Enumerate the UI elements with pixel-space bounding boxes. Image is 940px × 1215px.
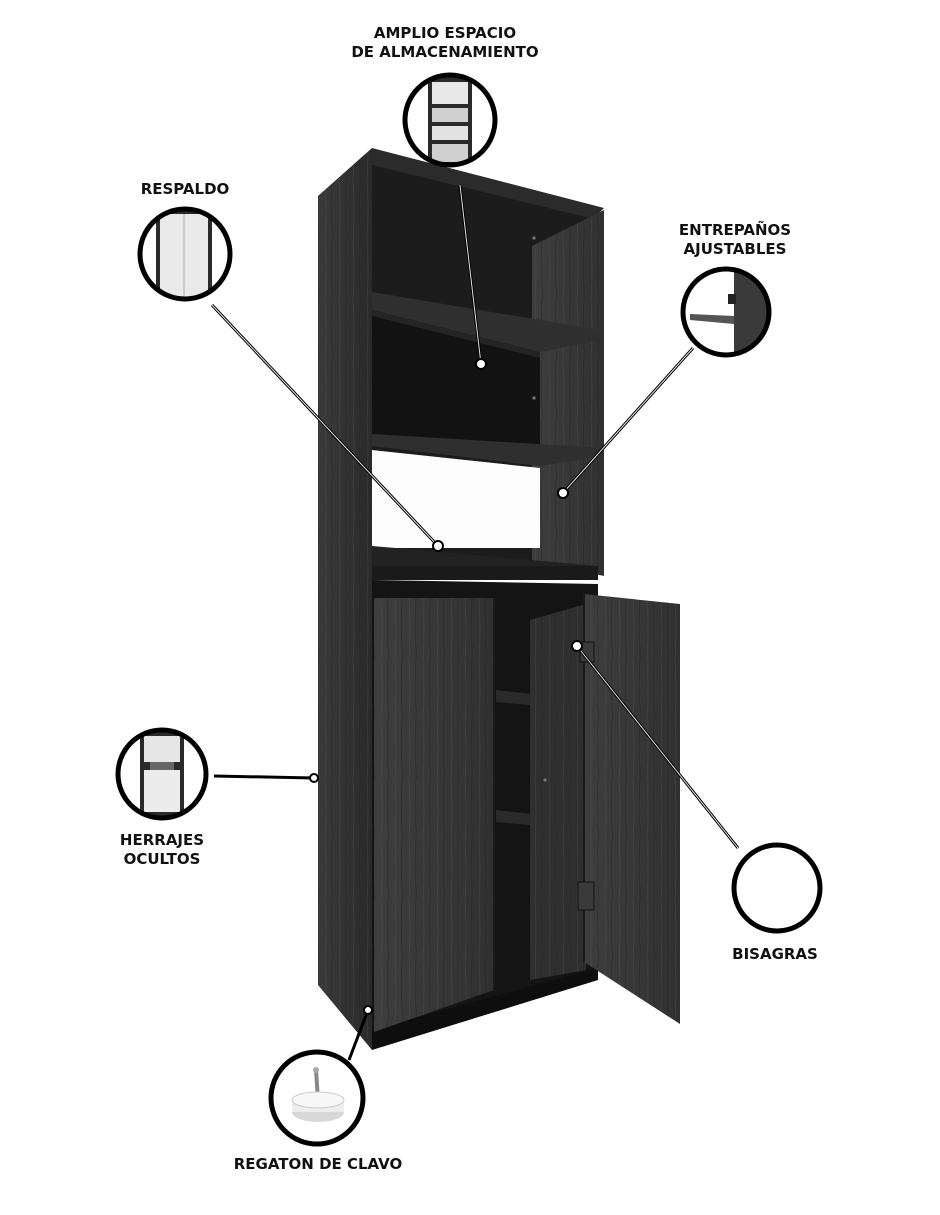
hinges-label-line1: BISAGRAS	[732, 945, 818, 963]
shelves-label-line1: ENTREPAÑOS	[678, 221, 792, 239]
hinge-bottom	[577, 881, 595, 911]
hardware-label-line1: HERRAJES	[119, 831, 205, 849]
storage-callout-circle	[402, 72, 498, 168]
cabinet	[318, 148, 680, 1050]
shelves-callout-circle	[680, 266, 772, 358]
hardware-label-line2: OCULTOS	[123, 850, 201, 868]
back-panel-label-line1: RESPALDO	[140, 180, 230, 198]
storage-label: AMPLIO ESPACIO DE ALMACENAMIENTO	[340, 24, 550, 62]
shelves-label-line2: AJUSTABLES	[683, 240, 787, 258]
shelf-upper	[372, 292, 600, 352]
shelves-label: ENTREPAÑOS AJUSTABLES	[660, 221, 810, 259]
storage-label-line2: DE ALMACENAMIENTO	[351, 43, 539, 61]
back-panel-callout-circle	[137, 206, 233, 302]
feet-label-line1: REGATON DE CLAVO	[233, 1155, 403, 1173]
hinges-callout-circle	[731, 842, 823, 934]
pointer-dots	[309, 358, 583, 1015]
hardware-callout-circle	[115, 727, 209, 821]
feet-callout-circle	[268, 1049, 366, 1147]
back-panel-label: RESPALDO	[120, 180, 250, 199]
storage-label-line1: AMPLIO ESPACIO	[373, 24, 517, 42]
shelf-middle	[372, 434, 604, 466]
feet-label: REGATON DE CLAVO	[218, 1155, 418, 1174]
hinges-label: BISAGRAS	[715, 945, 835, 964]
hardware-label: HERRAJES OCULTOS	[102, 831, 222, 869]
